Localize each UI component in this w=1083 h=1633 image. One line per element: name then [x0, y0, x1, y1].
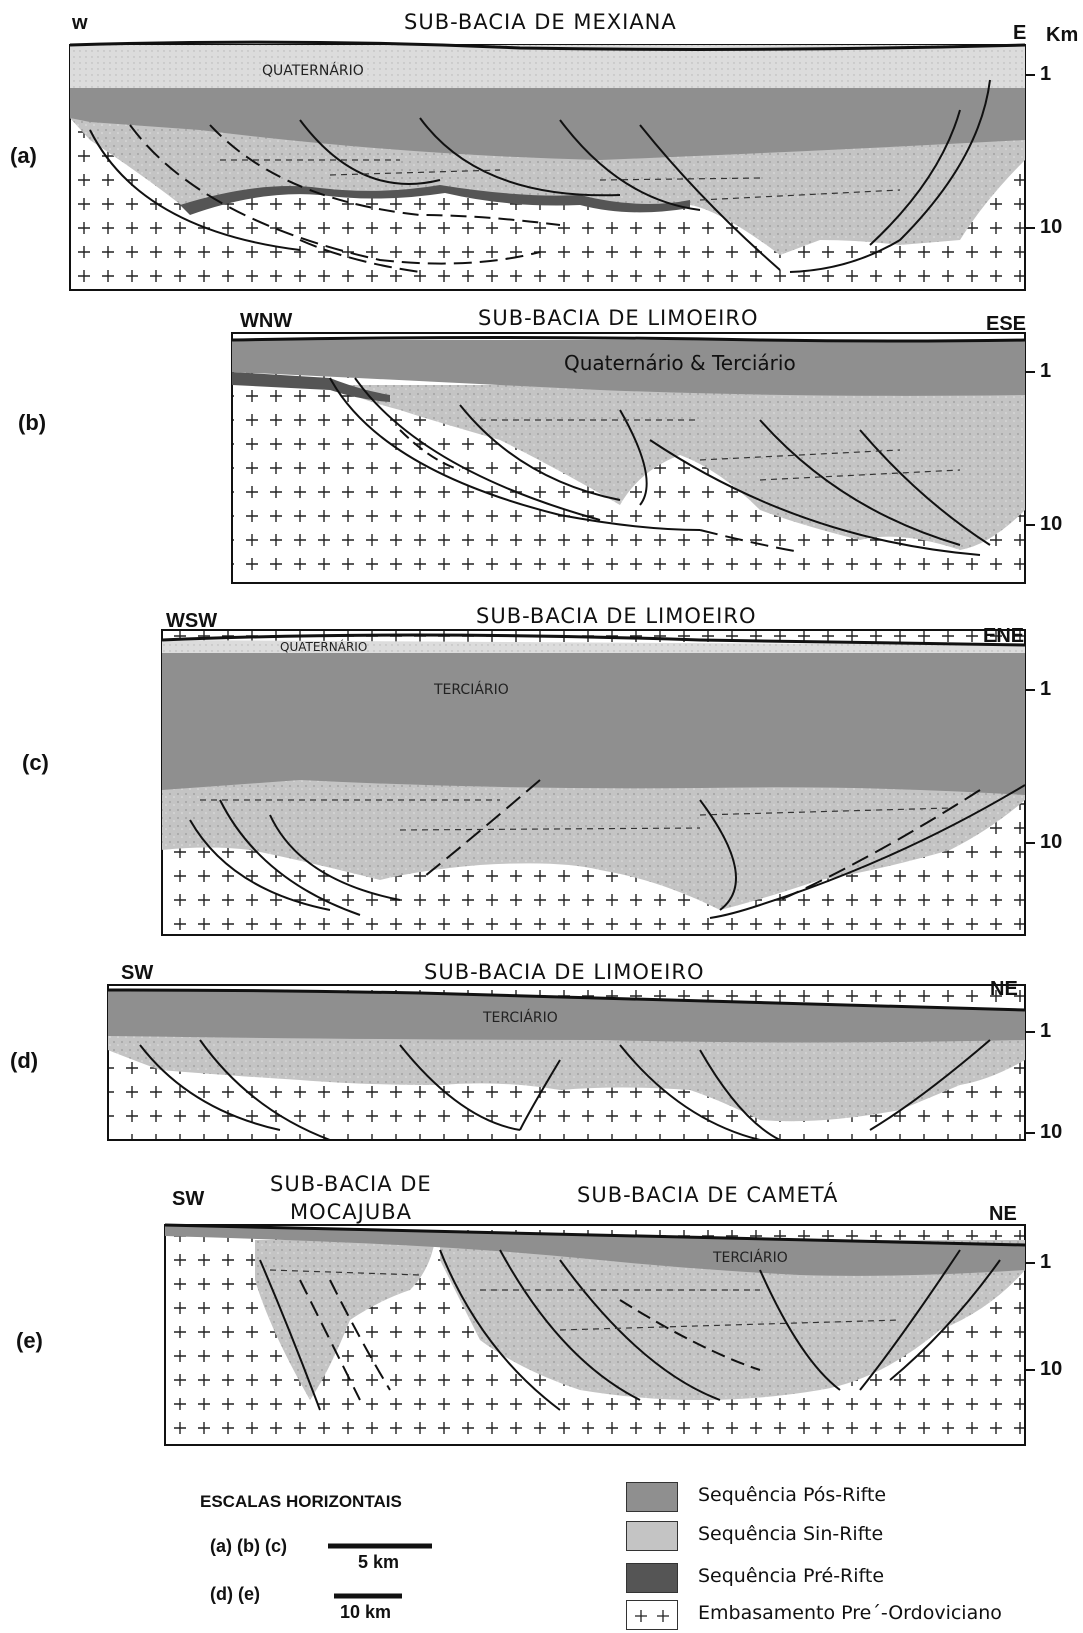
plus-pattern-icon	[635, 1610, 669, 1622]
section-c-label: (c)	[22, 750, 49, 775]
section-a-frame	[69, 40, 1026, 291]
section-a-depth-10: 10	[1040, 216, 1063, 238]
section-b-right-direction: ESE	[986, 313, 1027, 335]
section-a-label: (a)	[10, 143, 37, 168]
section-e-title2-line2: MOCAJUBA	[290, 1200, 413, 1224]
section-d-unit-terciario: TERCIÁRIO	[483, 1010, 558, 1026]
section-a-unit-quaternario: QUATERNÁRIO	[262, 63, 364, 79]
section-a-right-direction: E	[1013, 22, 1027, 44]
legend-label-embasamento: Embasamento Pre´-Ordoviciano	[698, 1602, 1002, 1624]
section-e-depth-10: 10	[1040, 1358, 1063, 1380]
depth-unit-label: Km	[1046, 24, 1079, 46]
section-d-depth-10: 10	[1040, 1121, 1063, 1143]
scale-row1-label: (a) (b) (c)	[210, 1536, 287, 1556]
section-e-right-direction: NE	[989, 1203, 1017, 1225]
section-c-unit-terciario: TERCIÁRIO	[434, 682, 509, 698]
section-c-title: SUB-BACIA DE LIMOEIRO	[476, 604, 757, 628]
legend-swatch-pre-rifte	[626, 1563, 678, 1593]
scales-title: ESCALAS HORIZONTAIS	[200, 1492, 402, 1511]
section-a-title: SUB-BACIA DE MEXIANA	[404, 10, 677, 34]
section-c-frame	[161, 629, 1026, 936]
section-b-depth-10: 10	[1040, 513, 1063, 535]
section-d-depth-1: 1	[1040, 1020, 1052, 1042]
section-a-depth-1: 1	[1040, 63, 1052, 85]
section-b-depth-1: 1	[1040, 360, 1052, 382]
section-d-frame	[107, 984, 1026, 1141]
legend-swatch-sin-rifte	[626, 1521, 678, 1551]
section-c-right-direction: ENE	[983, 625, 1025, 647]
section-b-frame	[231, 332, 1026, 584]
section-c-depth-1: 1	[1040, 678, 1052, 700]
section-c-left-direction: WSW	[166, 610, 218, 632]
legend-label-pre-rifte: Sequência Pré-Rifte	[698, 1565, 885, 1587]
legend-label-sin-rifte: Sequência Sin-Rifte	[698, 1523, 884, 1545]
section-b-unit-quaternario-terciario: Quaternário & Terciário	[564, 351, 796, 375]
section-e-frame	[164, 1223, 1026, 1446]
section-d-label: (d)	[10, 1048, 39, 1073]
legend-label-pos-rifte: Sequência Pós-Rifte	[698, 1484, 887, 1506]
section-e-title2-line1: SUB-BACIA DE	[270, 1172, 432, 1196]
section-b-title: SUB-BACIA DE LIMOEIRO	[478, 306, 759, 330]
section-e-unit-terciario: TERCIÁRIO	[713, 1250, 788, 1266]
section-a-left-direction: w	[72, 12, 88, 34]
scale-row1-value: 5 km	[358, 1552, 400, 1572]
section-e-title: SUB-BACIA DE CAMETÁ	[577, 1183, 839, 1207]
section-e-depth-1: 1	[1040, 1251, 1052, 1273]
section-c-depth-10: 10	[1040, 831, 1063, 853]
legend-swatch-embasamento	[626, 1600, 678, 1630]
legend-swatch-pos-rifte	[626, 1482, 678, 1512]
section-d-title: SUB-BACIA DE LIMOEIRO	[424, 960, 705, 984]
section-b-label: (b)	[18, 410, 47, 435]
section-e-label: (e)	[16, 1328, 43, 1353]
section-c-unit-quaternario: QUATERNÁRIO	[280, 640, 368, 654]
section-e-left-direction: SW	[172, 1188, 205, 1210]
section-d-left-direction: SW	[121, 962, 154, 984]
section-d-right-direction: NE	[990, 978, 1018, 1000]
section-b-left-direction: WNW	[240, 310, 293, 332]
scale-row2-label: (d) (e)	[210, 1584, 260, 1604]
scale-row2-value: 10 km	[340, 1602, 392, 1622]
